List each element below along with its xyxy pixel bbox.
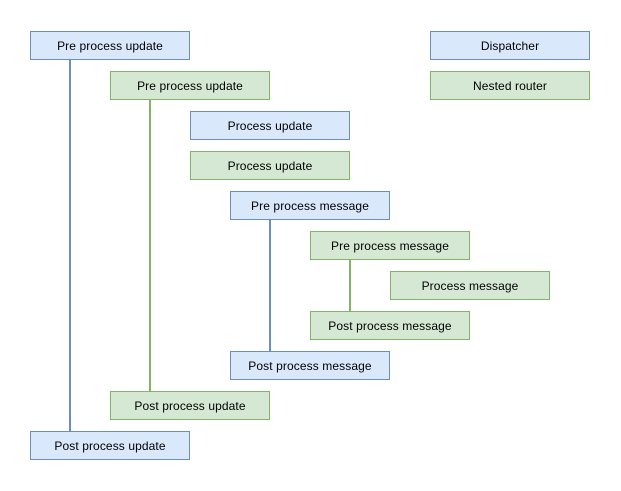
node-label: Pre process message [331, 238, 449, 253]
node-pre-process-update-dispatcher: Pre process update [30, 31, 190, 60]
legend-nested-router-label: Nested router [472, 78, 547, 93]
node-pre-process-message-router: Pre process message [310, 231, 470, 260]
node-label: Process update [227, 158, 313, 173]
node-post-process-message-router: Post process message [310, 311, 470, 340]
legend-nested-router: Nested router [430, 71, 590, 100]
node-label: Pre process update [137, 78, 243, 93]
node-post-process-update-dispatcher: Post process update [30, 431, 190, 460]
edge-dispatcher-message-span [269, 220, 271, 351]
edge-router-message-span [349, 260, 351, 311]
legend-dispatcher: Dispatcher [430, 31, 590, 60]
node-process-update-router: Process update [190, 151, 350, 180]
node-pre-process-update-router: Pre process update [110, 71, 270, 100]
node-label: Process update [227, 118, 313, 133]
edge-router-update-span [149, 100, 151, 391]
node-process-update-dispatcher: Process update [190, 111, 350, 140]
node-label: Post process message [328, 318, 452, 333]
node-post-process-update-router: Post process update [110, 391, 270, 420]
node-process-message-router: Process message [390, 271, 550, 300]
node-label: Post process update [54, 438, 166, 453]
node-post-process-message-dispatcher: Post process message [230, 351, 390, 380]
node-label: Post process message [248, 358, 372, 373]
node-label: Process message [421, 278, 519, 293]
node-label: Pre process message [251, 198, 369, 213]
edge-dispatcher-update-span [69, 60, 71, 431]
node-label: Post process update [134, 398, 246, 413]
legend-dispatcher-label: Dispatcher [480, 38, 540, 53]
node-label: Pre process update [57, 38, 163, 53]
node-pre-process-message-dispatcher: Pre process message [230, 191, 390, 220]
